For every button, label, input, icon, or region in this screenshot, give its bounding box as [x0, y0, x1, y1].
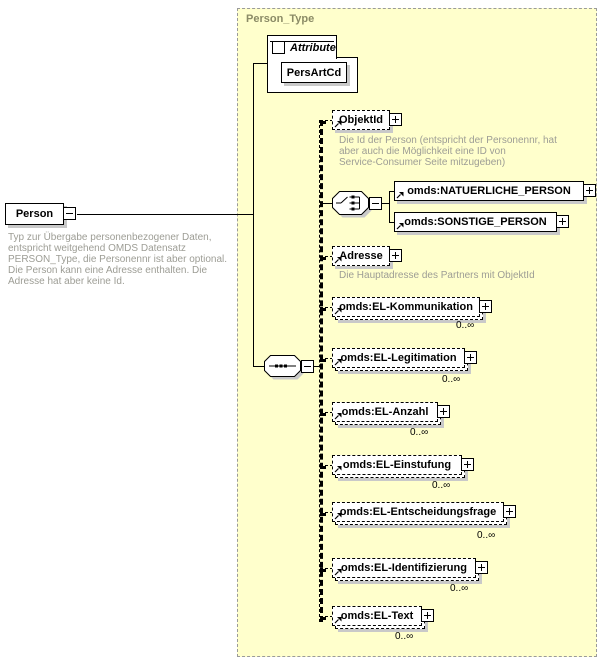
- attribute-persartcd-box[interactable]: PersArtCd: [281, 62, 347, 83]
- element-sonstige-person-label: omds:SONSTIGE_PERSON: [404, 216, 547, 228]
- element-el-identifizierung-label: omds:EL-Identifizierung: [341, 562, 467, 574]
- element-objektid[interactable]: ObjektId: [332, 110, 402, 130]
- connector-person-to-tree: [77, 214, 253, 215]
- element-objektid-label: ObjektId: [338, 114, 383, 126]
- connector-sequence-to-trunk: [314, 366, 320, 367]
- element-el-anzahl[interactable]: omds:EL-Anzahl: [332, 402, 450, 422]
- reference-arrow-icon: [334, 617, 342, 624]
- connector-stub-natuerliche-person: [389, 191, 394, 192]
- el-entscheidungsfrage-expand-button[interactable]: [503, 505, 516, 518]
- reference-arrow-icon: [334, 308, 342, 315]
- connector-stub-sonstige-person: [389, 222, 394, 223]
- element-el-einstufung[interactable]: omds:EL-Einstufung: [332, 455, 474, 475]
- reference-arrow-icon: [396, 192, 404, 199]
- sonstige-person-expand-button[interactable]: [556, 215, 569, 228]
- el-identifizierung-occurrence: 0..∞: [450, 583, 469, 594]
- attribute-collapse-button[interactable]: [272, 41, 285, 54]
- reference-arrow-icon: [396, 223, 404, 230]
- adresse-annotation: Die Hauptadresse des Partners mit Objekt…: [339, 270, 535, 281]
- element-el-identifizierung[interactable]: omds:EL-Identifizierung: [332, 558, 488, 578]
- element-el-einstufung-label: omds:EL-Einstufung: [342, 459, 452, 471]
- element-natuerliche-person[interactable]: omds:NATUERLICHE_PERSON: [394, 181, 596, 201]
- reference-arrow-icon: [334, 569, 342, 576]
- person-element-box[interactable]: Person: [5, 203, 76, 225]
- connector-to-attributes: [253, 63, 267, 64]
- adresse-expand-button[interactable]: [389, 249, 402, 262]
- connector-choice-to-branch: [382, 203, 390, 204]
- el-einstufung-expand-button[interactable]: [461, 458, 474, 471]
- el-anzahl-expand-button[interactable]: [437, 405, 450, 418]
- attribute-section-tab: Attribute: [267, 35, 337, 59]
- el-identifizierung-expand-button[interactable]: [475, 561, 488, 574]
- reference-arrow-icon: [334, 513, 342, 520]
- el-anzahl-occurrence: 0..∞: [410, 427, 429, 438]
- person-type-label: Person_Type: [246, 13, 315, 25]
- el-legitimation-occurrence: 0..∞: [442, 374, 461, 385]
- attribute-section-label: Attribute: [290, 41, 336, 54]
- reference-arrow-icon: [334, 359, 342, 366]
- el-text-occurrence: 0..∞: [395, 631, 414, 642]
- el-einstufung-occurrence: 0..∞: [432, 480, 451, 491]
- choice-indicator[interactable]: [332, 191, 374, 220]
- element-el-legitimation-label: omds:EL-Legitimation: [340, 352, 457, 364]
- element-el-text-label: omds:EL-Text: [340, 610, 414, 622]
- sequence-icon: [269, 364, 296, 368]
- element-sonstige-person[interactable]: omds:SONSTIGE_PERSON: [394, 212, 569, 232]
- element-el-anzahl-label: omds:EL-Anzahl: [341, 406, 429, 418]
- person-annotation: Typ zur Übergabe personenbezogener Daten…: [8, 232, 228, 287]
- element-el-entscheidungsfrage-label: omds:EL-Entscheidungsfrage: [339, 506, 497, 518]
- attribute-persartcd-label: PersArtCd: [286, 66, 342, 79]
- connector-to-sequence: [253, 366, 264, 367]
- objektid-annotation: Die Id der Person (entspricht der Person…: [339, 135, 557, 168]
- el-legitimation-expand-button[interactable]: [464, 351, 477, 364]
- choice-icon: [336, 195, 360, 211]
- el-kommunikation-expand-button[interactable]: [479, 300, 492, 313]
- element-el-text[interactable]: omds:EL-Text: [332, 606, 434, 626]
- connector-main-vertical: [253, 63, 254, 366]
- connector-choice-vertical: [389, 191, 390, 222]
- el-entscheidungsfrage-occurrence: 0..∞: [477, 530, 496, 541]
- element-el-entscheidungsfrage[interactable]: omds:EL-Entscheidungsfrage: [332, 502, 516, 522]
- reference-arrow-icon: [334, 413, 342, 420]
- natuerliche-person-expand-button[interactable]: [583, 184, 596, 197]
- connector-trunk: [319, 120, 323, 622]
- person-collapse-button[interactable]: [63, 207, 76, 220]
- connector-stub-choice: [320, 203, 332, 204]
- objektid-expand-button[interactable]: [389, 113, 402, 126]
- element-adresse-label: Adresse: [339, 250, 383, 262]
- sequence-indicator[interactable]: [264, 355, 306, 382]
- element-natuerliche-person-label: omds:NATUERLICHE_PERSON: [407, 185, 571, 197]
- reference-arrow-icon: [334, 121, 342, 128]
- element-adresse[interactable]: Adresse: [332, 246, 402, 266]
- element-el-kommunikation[interactable]: omds:EL-Kommunikation: [332, 297, 492, 317]
- el-text-expand-button[interactable]: [421, 609, 434, 622]
- person-element-label: Person: [15, 208, 54, 220]
- person-type-container: [237, 8, 597, 657]
- reference-arrow-icon: [334, 466, 342, 473]
- el-kommunikation-occurrence: 0..∞: [456, 320, 475, 331]
- choice-collapse-button[interactable]: [369, 197, 382, 210]
- element-el-legitimation[interactable]: omds:EL-Legitimation: [332, 348, 477, 368]
- element-el-kommunikation-label: omds:EL-Kommunikation: [339, 301, 473, 313]
- sequence-collapse-button[interactable]: [301, 360, 314, 373]
- reference-arrow-icon: [334, 257, 342, 264]
